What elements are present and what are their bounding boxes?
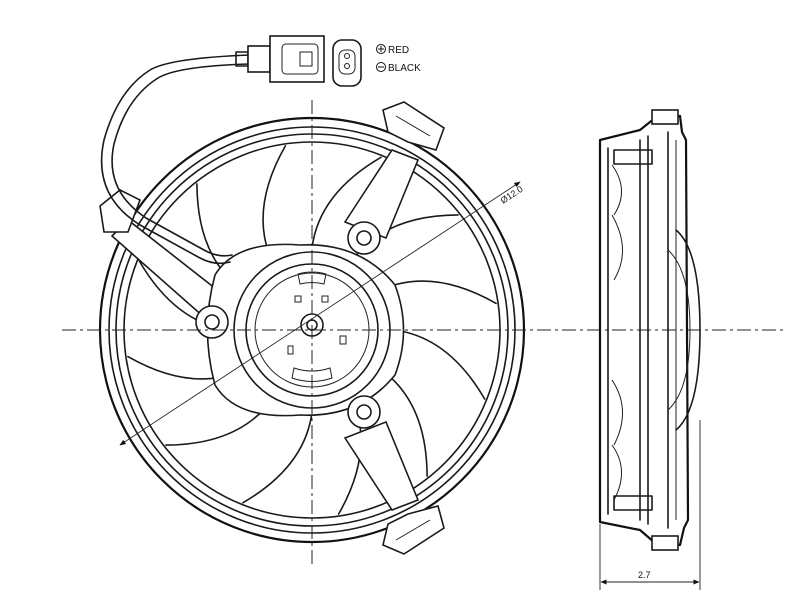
connector-face — [332, 39, 362, 87]
mount-boss-bottom — [347, 395, 381, 429]
fan-blade — [393, 329, 486, 400]
positive-symbol-icon — [376, 44, 386, 54]
arm-lower-right — [343, 420, 420, 511]
side-motor-profile — [675, 229, 701, 431]
connector — [235, 35, 325, 83]
fan-blade — [242, 411, 313, 504]
diameter-dimension-line — [119, 181, 521, 446]
negative-label: BLACK — [388, 63, 421, 74]
bracket-bottom — [382, 505, 445, 555]
depth-label: 2.7 — [638, 570, 651, 580]
bracket-top — [382, 101, 445, 151]
side-view: 2.7 — [598, 109, 701, 590]
negative-symbol-icon — [376, 62, 386, 72]
mount-boss-left — [195, 305, 229, 339]
side-bracket-bottom — [651, 535, 679, 551]
side-bracket-top — [651, 109, 679, 125]
front-view: Ø12.0 — [62, 35, 785, 565]
fan-blade — [262, 145, 287, 260]
positive-label: RED — [388, 45, 409, 56]
wire-legend: RED BLACK — [376, 44, 421, 74]
mount-boss-top — [347, 221, 381, 255]
